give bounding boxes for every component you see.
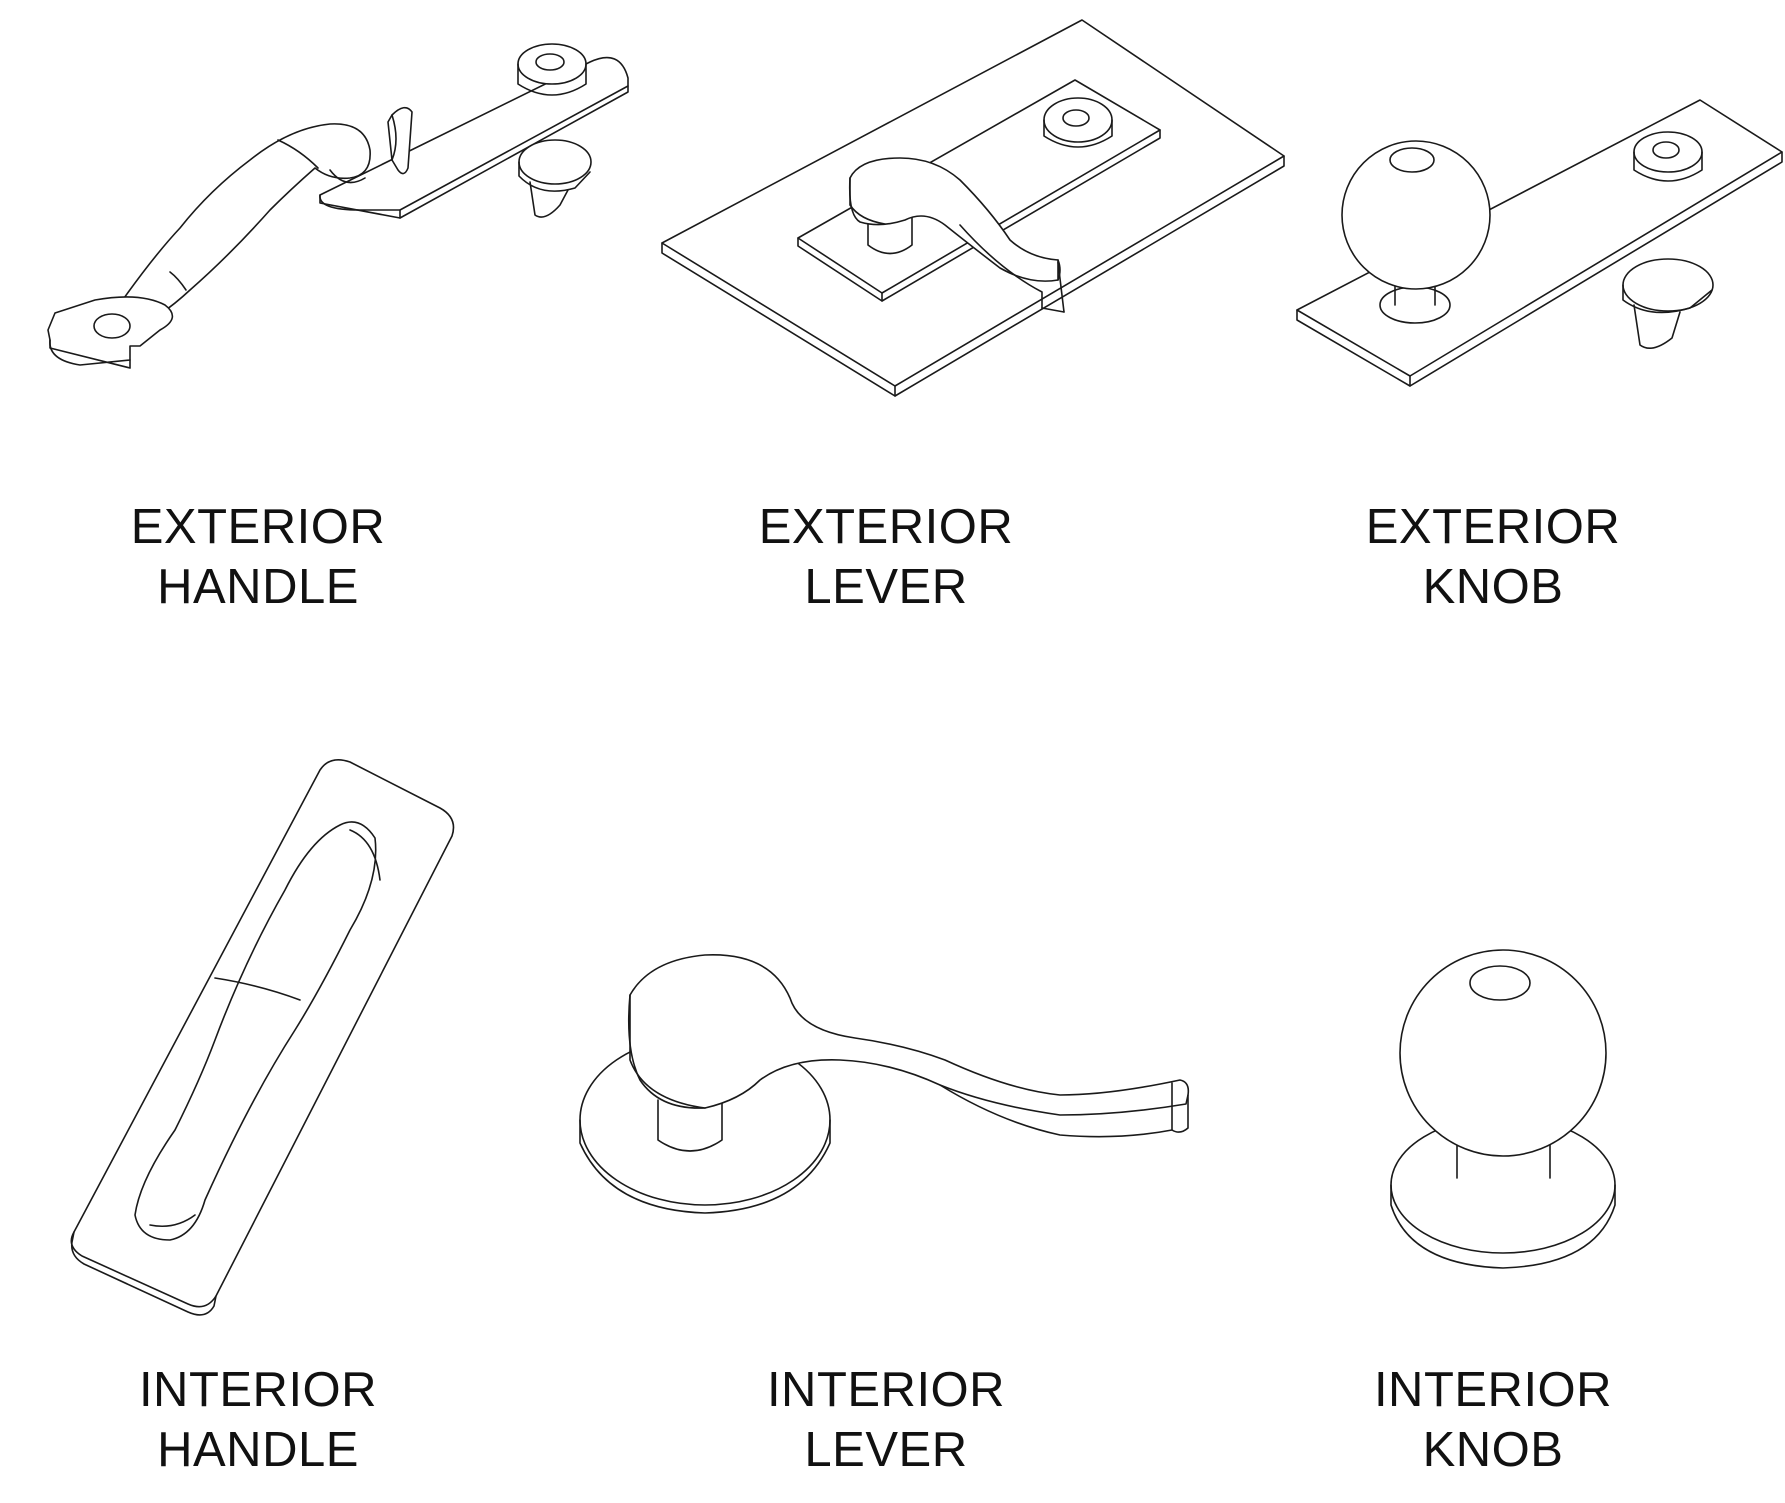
caption-line-1: INTERIOR: [138, 1363, 378, 1417]
caption-line-2: HANDLE: [157, 560, 359, 614]
caption-line-2: KNOB: [1422, 1423, 1564, 1477]
interior-handle-illustration: [71, 760, 453, 1315]
caption-line-2: HANDLE: [157, 1423, 359, 1477]
caption-line-1: INTERIOR: [766, 1363, 1006, 1417]
exterior-knob-illustration: [1296, 100, 1783, 387]
exterior-lever-illustration: [661, 20, 1285, 397]
caption-interior-lever: INTERIOR LEVER: [706, 1360, 1066, 1480]
caption-interior-knob: INTERIOR KNOB: [1313, 1360, 1673, 1480]
caption-line-2: KNOB: [1422, 560, 1564, 614]
exterior-handle-illustration: [48, 44, 628, 368]
caption-interior-handle: INTERIOR HANDLE: [78, 1360, 438, 1480]
caption-exterior-knob: EXTERIOR KNOB: [1313, 497, 1673, 617]
caption-exterior-lever: EXTERIOR LEVER: [706, 497, 1066, 617]
caption-line-1: EXTERIOR: [1365, 500, 1621, 554]
caption-exterior-handle: EXTERIOR HANDLE: [78, 497, 438, 617]
interior-lever-illustration: [580, 955, 1188, 1213]
caption-line-1: INTERIOR: [1373, 1363, 1613, 1417]
caption-line-2: LEVER: [804, 560, 968, 614]
caption-line-1: EXTERIOR: [130, 500, 386, 554]
caption-line-2: LEVER: [804, 1423, 968, 1477]
caption-line-1: EXTERIOR: [758, 500, 1014, 554]
interior-knob-illustration: [1391, 949, 1615, 1268]
